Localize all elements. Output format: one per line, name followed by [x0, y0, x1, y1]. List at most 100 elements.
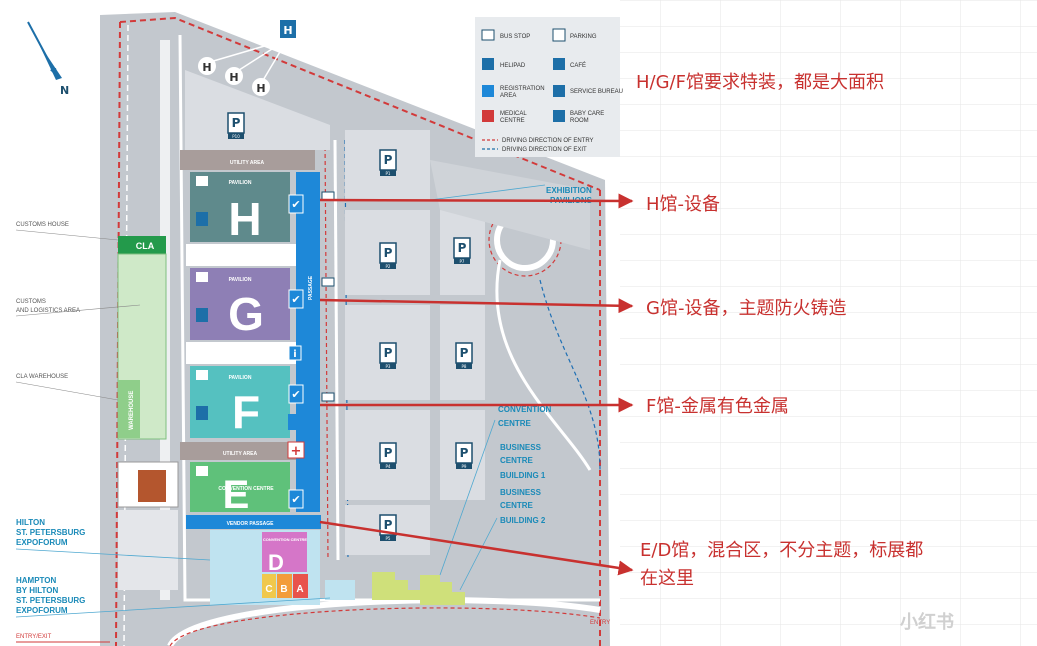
helipad-3	[252, 78, 270, 96]
legend-cafe: CAFÉ	[570, 62, 586, 69]
cafe-icon	[196, 466, 208, 476]
pavilion-letter: E	[223, 473, 250, 517]
legend-registration-2: AREA	[500, 93, 516, 99]
parking-letter: P	[458, 241, 467, 255]
entry-label: ENTRY	[590, 620, 610, 626]
hall-letter: B	[280, 584, 287, 595]
helipad-2	[225, 67, 243, 85]
hampton-label-4: EXPOFORUM	[16, 606, 68, 615]
hall-letter: C	[265, 584, 272, 595]
hampton-label-3: ST. PETERSBURG	[16, 596, 85, 605]
registration-icon: ✔	[291, 493, 300, 506]
convention-label-2: CENTRE	[498, 419, 532, 428]
entry-exit-label: ENTRY/EXIT	[16, 634, 52, 640]
bus-stop-icon	[321, 392, 335, 402]
spreadsheet-grid	[620, 0, 1037, 646]
pavilion-word: CONVENTION CENTRE	[218, 486, 274, 492]
parking-letter: P	[232, 116, 241, 130]
registration-markers: ✔ ✔ ✔ ✔ ✔ i +	[287, 194, 320, 554]
pavilion-word: PAVILION	[229, 180, 252, 186]
cafe-icon	[196, 370, 208, 380]
vendor-passage-label: VENDOR PASSAGE	[227, 521, 275, 527]
bus-stop-icon	[321, 277, 335, 287]
parking-code: P8	[462, 364, 467, 369]
hilton-label-2: ST. PETERSBURG	[16, 528, 85, 537]
legend-driving-entry: DRIVING DIRECTION OF ENTRY	[502, 138, 594, 144]
parking-code: P1	[386, 171, 391, 176]
gap-hg	[186, 244, 296, 266]
customs-logistics-label-2: AND LOGISTICS AREA	[16, 308, 80, 314]
parking-marker-p9: P P9	[455, 442, 473, 469]
parking-marker-p2: P P2	[379, 242, 397, 269]
parking-markers: P P10 P P1 P P2 P P7 P P3	[227, 112, 473, 541]
parking-letter: P	[384, 518, 393, 532]
north-arrow: N	[27, 21, 69, 97]
map-right-labels: EXHIBITION PAVILIONS CONVENTION CENTRE B…	[429, 184, 593, 591]
annotation-ed-2: 在这里	[640, 568, 694, 589]
hampton-label-1: HAMPTON	[16, 576, 57, 585]
helipad-1	[198, 57, 216, 75]
registration-icon: ✔	[291, 198, 300, 211]
convention-block-d: CONVENTION CENTRE D C B A	[210, 530, 320, 605]
parking-code: P10	[232, 134, 240, 139]
cla-warehouse-label: CLA WAREHOUSE	[16, 374, 68, 380]
cafe-icon	[196, 272, 208, 282]
cla-label: CLA	[136, 241, 155, 251]
left-labels: CUSTOMS HOUSE CUSTOMS AND LOGISTICS AREA…	[15, 222, 610, 643]
parking-letter: P	[384, 446, 393, 460]
cla-area: CLA WAREHOUSE	[117, 236, 179, 590]
cla-box	[118, 236, 166, 254]
utility-area-bottom	[180, 442, 300, 460]
pavilion-letter: F	[232, 386, 260, 438]
legend-helipad: HELIPAD	[500, 63, 526, 69]
parking-code: P3	[386, 364, 391, 369]
business-centre-1-label-1: BUSINESS	[500, 443, 542, 452]
legend-medical-1: MEDICAL	[500, 111, 527, 117]
pavilion-word: PAVILION	[229, 277, 252, 283]
service-bureau-icon	[288, 345, 302, 361]
pavilion-letter: H	[228, 193, 261, 245]
medical-centre-icon: +	[291, 444, 302, 459]
hall-letter: A	[296, 584, 303, 595]
pavilion-f: PAVILION F	[190, 366, 290, 438]
customs-house-label: CUSTOMS HOUSE	[16, 222, 69, 228]
parking-block-p10	[185, 70, 330, 150]
helipad-icon	[196, 212, 208, 226]
legend-service-bureau: SERVICE BUREAU	[570, 89, 623, 95]
business-centre-building-2	[420, 575, 465, 605]
pavilion-e: CONVENTION CENTRE E	[190, 462, 290, 517]
info-icon: i	[293, 349, 296, 360]
business-centre-2-label-3: BUILDING 2	[500, 516, 546, 525]
utility-area-label: UTILITY AREA	[230, 160, 265, 166]
legend-registration-1: REGISTRATION	[500, 86, 545, 92]
hampton-hotel-building	[118, 510, 178, 590]
arrow-ed	[319, 520, 634, 576]
legend-parking: PARKING	[570, 34, 597, 40]
hall-d	[262, 532, 307, 572]
helipad-sign	[280, 20, 296, 38]
parking-marker-p5: P P5	[379, 514, 397, 541]
parking-letter: P	[460, 346, 469, 360]
parking-marker-p4: P P4	[379, 442, 397, 469]
warehouse-box	[118, 380, 140, 438]
parking-letter: P	[384, 246, 393, 260]
convention-label-1: CONVENTION	[498, 405, 552, 414]
parking-marker-p1: P P1	[379, 149, 397, 176]
passage	[296, 172, 320, 512]
parking-letter: P	[384, 346, 393, 360]
hilton-label-1: HILTON	[16, 518, 45, 527]
legend-baby-care-2: ROOM	[570, 118, 589, 124]
annotations: H/G/F馆要求特装，都是大面积 H馆-设备 G馆-设备，主题防火铸造 F馆-金…	[636, 72, 923, 589]
hall-b	[277, 574, 292, 598]
legend-medical-2: CENTRE	[500, 118, 525, 124]
legend-bus-stop: BUS STOP	[500, 34, 530, 40]
annotation-h: H馆-设备	[646, 194, 720, 215]
annex	[325, 580, 355, 600]
hall-c	[262, 574, 276, 598]
helipad-area: H H H H	[198, 20, 296, 96]
hall-a	[293, 574, 308, 598]
helipad-icon	[196, 406, 208, 420]
pavilion-word: CONVENTION CENTRE	[263, 537, 308, 542]
annotation-f: F馆-金属有色金属	[646, 396, 789, 417]
annotation-ed-1: E/D馆，混合区，不分主题，标展都	[640, 540, 923, 561]
